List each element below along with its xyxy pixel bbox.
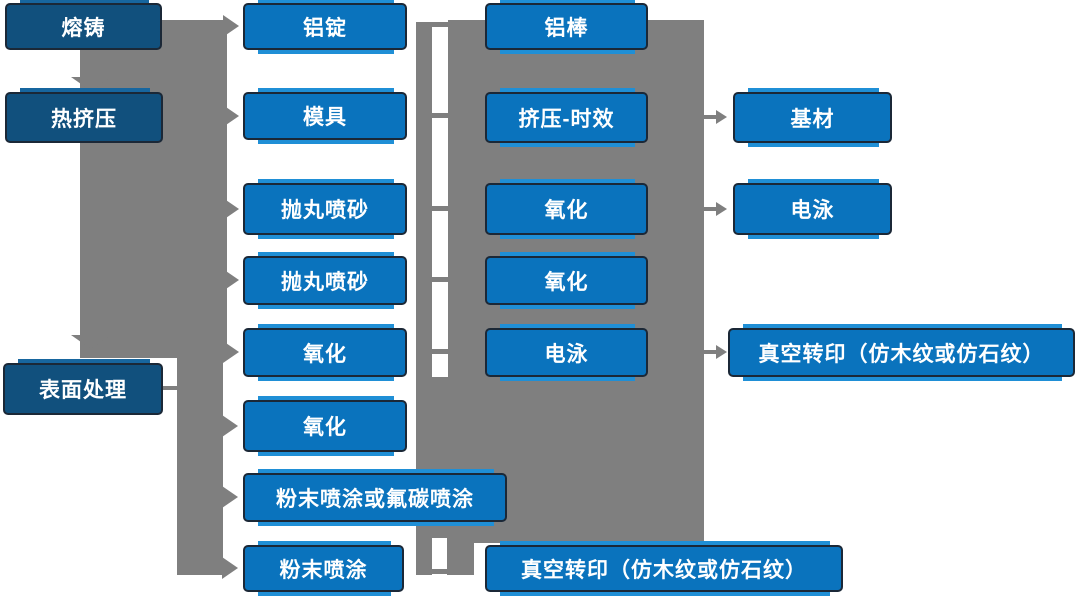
node-surface-treatment: 表面处理 <box>3 359 163 415</box>
arrowhead-to-substrate <box>716 110 727 124</box>
node-powder-fluorocarbon-coating: 粉末喷涂或氟碳喷涂 <box>243 469 507 526</box>
node-electrophoresis-output: 电泳 <box>733 179 892 239</box>
connector-band-middle <box>416 22 432 575</box>
arrowhead-to-electrophoresis-output <box>716 202 727 216</box>
arrowhead-to-oxidation-1 <box>223 341 239 363</box>
node-electrophoresis: 电泳 <box>485 324 648 381</box>
arrowhead-to-oxidation-2 <box>222 415 238 437</box>
node-aluminum-ingot: 铝锭 <box>243 0 407 54</box>
connector-line-to-substrate <box>704 115 717 119</box>
arrowhead-to-powder-fluorocarbon-coating <box>222 486 238 508</box>
node-melting-casting: 熔铸 <box>5 0 162 50</box>
node-shot-blasting-2: 抛丸喷砂 <box>243 252 407 309</box>
connector-tick-surface-treatment <box>163 386 178 390</box>
arrowhead-to-vacuum-transfer-right <box>716 345 727 359</box>
connector-band-left-lower <box>177 350 223 575</box>
connector-tick-row1 <box>430 22 448 27</box>
connector-tick-bottom <box>430 569 448 574</box>
connector-tick-row2 <box>430 113 448 118</box>
connector-tick-row4 <box>430 277 448 282</box>
node-vacuum-transfer-right: 真空转印（仿木纹或仿石纹） <box>728 324 1075 381</box>
node-vacuum-transfer-bottom: 真空转印（仿木纹或仿石纹） <box>485 541 843 596</box>
node-shot-blasting-1: 抛丸喷砂 <box>243 179 407 239</box>
node-oxidation-4: 氧化 <box>485 252 648 309</box>
node-oxidation-1: 氧化 <box>243 324 407 381</box>
arrowhead-to-mold <box>223 105 239 127</box>
node-oxidation-2: 氧化 <box>243 396 407 456</box>
arrowhead-to-powder-coating <box>222 557 238 579</box>
arrowhead-to-shot-blasting-1 <box>223 198 239 220</box>
node-hot-extrusion: 热挤压 <box>5 88 163 143</box>
connector-tick-row3 <box>430 206 448 211</box>
node-substrate: 基材 <box>733 88 892 147</box>
connector-tick-row5 <box>430 349 448 354</box>
connector-line-to-electrophoresis-output <box>704 207 717 211</box>
arrowhead-down-to-surface-treatment <box>71 335 111 349</box>
node-oxidation-3: 氧化 <box>485 179 648 239</box>
node-extrusion-aging: 挤压-时效 <box>485 88 648 147</box>
arrowhead-down-to-hot-extrusion <box>71 77 111 91</box>
node-mold: 模具 <box>243 88 407 144</box>
arrowhead-to-shot-blasting-2 <box>223 269 239 291</box>
arrowhead-to-aluminum-ingot <box>223 15 239 37</box>
connector-line-to-vacuum-transfer-right <box>704 350 717 354</box>
node-aluminum-rod: 铝棒 <box>485 0 648 54</box>
connector-band-left-upper <box>80 20 227 358</box>
node-powder-coating: 粉末喷涂 <box>243 541 404 596</box>
